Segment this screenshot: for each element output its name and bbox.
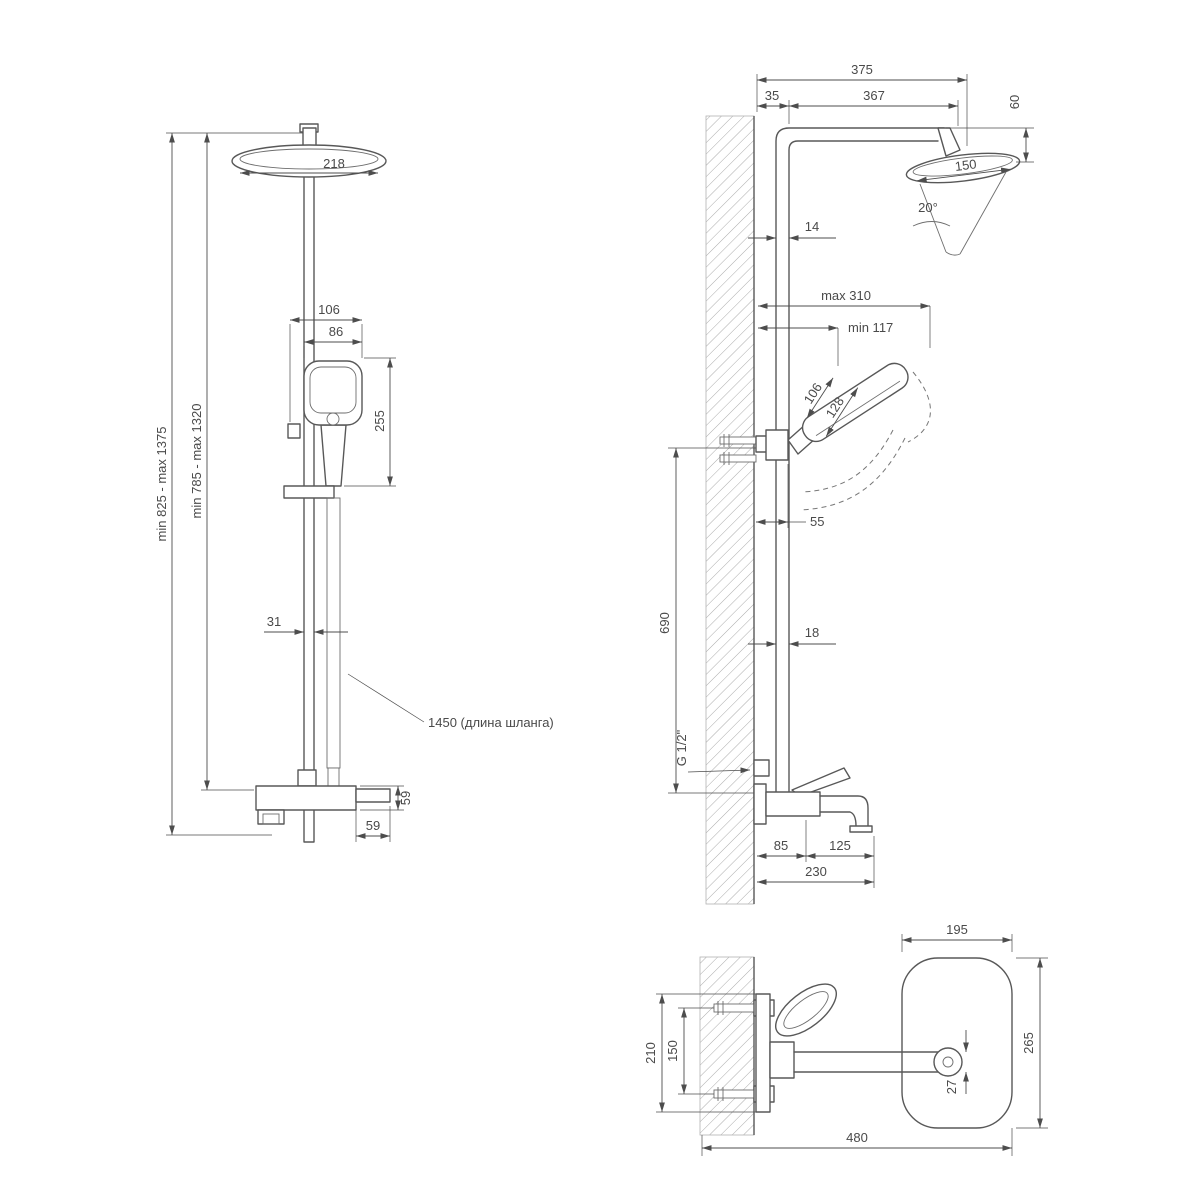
dim-59-vertical: 59 (398, 791, 413, 805)
dim-367: 367 (863, 88, 885, 103)
faucet-dimensions-front: 59 59 (355, 785, 413, 842)
dim-195: 195 (946, 922, 968, 937)
bracket-depth-dim: 55 (756, 464, 824, 529)
bath-mixer-plan (713, 983, 963, 1113)
spray-cone: 20° (912, 171, 1007, 256)
spout-side (819, 795, 869, 827)
reach-dimensions: max 310 min 117 (758, 288, 931, 366)
mode-button (326, 412, 340, 426)
pole-width-dimension: 31 (264, 614, 348, 635)
dim-60: 60 (1007, 95, 1022, 109)
dim-265: 265 (1021, 1032, 1036, 1054)
mixer-body-plan (769, 1041, 795, 1079)
overall-dimensions: min 825 - max 1375 min 785 - max 1320 (154, 132, 303, 836)
inlet-height-dim: 690 (657, 447, 756, 794)
thread-label: G 1/2" (674, 729, 689, 766)
dim-55: 55 (810, 514, 824, 529)
wall-bracket (719, 429, 789, 465)
dim-18: 18 (805, 625, 819, 640)
spout (257, 809, 285, 825)
dim-overall-inner: min 785 - max 1320 (189, 404, 204, 519)
dim-480: 480 (846, 1130, 868, 1145)
top-dimensions: 375 35 367 60 (756, 62, 1034, 163)
hand-shower (283, 360, 363, 499)
hand-shower-handle (320, 424, 347, 487)
aerator (933, 1047, 963, 1077)
dim-125: 125 (829, 838, 851, 853)
shower-hose (326, 497, 341, 789)
dim-150-holes: 150 (665, 1040, 680, 1062)
bath-mixer-front (255, 769, 391, 825)
hose-length-callout: 1450 (длина шланга) (347, 673, 554, 730)
wall-section-plan (699, 956, 755, 1136)
dim-85: 85 (774, 838, 788, 853)
riser-pipe (775, 127, 961, 793)
dim-210: 210 (643, 1042, 658, 1064)
overhead-shower-side: 150 (905, 152, 1021, 184)
dim-375: 375 (851, 62, 873, 77)
wall-hatch-plan (699, 956, 755, 1136)
dim-106-side: 106 (801, 380, 825, 406)
head-mount (937, 127, 961, 157)
tray-outline (901, 957, 1013, 1129)
bracket-knob (287, 423, 301, 439)
dim-35: 35 (765, 88, 779, 103)
hand-shower-side: 106 128 (787, 362, 931, 511)
shower-pole (303, 175, 315, 843)
escutcheon (753, 783, 767, 825)
inlet-thread: G 1/2" (674, 729, 770, 777)
mixer-body-side (765, 791, 821, 817)
dim-106-front: 106 (318, 302, 340, 317)
hand-shower-dimensions: 106 86 255 (289, 302, 396, 487)
dim-min-117: min 117 (848, 320, 893, 335)
dim-overall-outer: min 825 - max 1375 (154, 427, 169, 542)
mixer-body (255, 785, 357, 811)
dim-255: 255 (372, 410, 387, 432)
wall-hatch (705, 115, 755, 905)
pipe-depth-bottom-dim: 18 (748, 625, 836, 647)
handle-plan (775, 983, 837, 1037)
slider-bracket (283, 485, 335, 499)
plan-dimensions: 195 265 27 480 210 150 (643, 922, 1048, 1156)
dim-max-310: max 310 (821, 288, 871, 303)
dim-head-diameter: 218 (323, 156, 345, 171)
dim-690: 690 (657, 612, 672, 634)
hose-length-label: 1450 (длина шланга) (428, 715, 554, 730)
wall-section (705, 115, 755, 905)
dim-150-head: 150 (954, 156, 977, 174)
overhead-shower: 218 (231, 144, 387, 178)
dim-20-deg: 20° (918, 200, 938, 215)
dim-27: 27 (944, 1080, 959, 1094)
dim-14: 14 (805, 219, 819, 234)
dim-31: 31 (267, 614, 281, 629)
pipe-depth-top-dim: 14 (748, 219, 836, 241)
dim-86-front: 86 (329, 324, 343, 339)
front-view: 218 min 825 - max 1375 min 785 - max 132… (154, 123, 554, 843)
mixer-handle (355, 788, 391, 803)
diverter (297, 769, 317, 787)
bath-mixer-side (753, 767, 873, 833)
dim-230: 230 (805, 864, 827, 879)
side-view: 150 20° 375 35 367 60 (657, 62, 1034, 905)
mounting-plate (755, 993, 771, 1113)
dim-59-horizontal: 59 (366, 818, 380, 833)
top-view: 195 265 27 480 210 150 (643, 922, 1048, 1156)
bottom-dimensions-side: 85 125 230 (757, 820, 875, 888)
